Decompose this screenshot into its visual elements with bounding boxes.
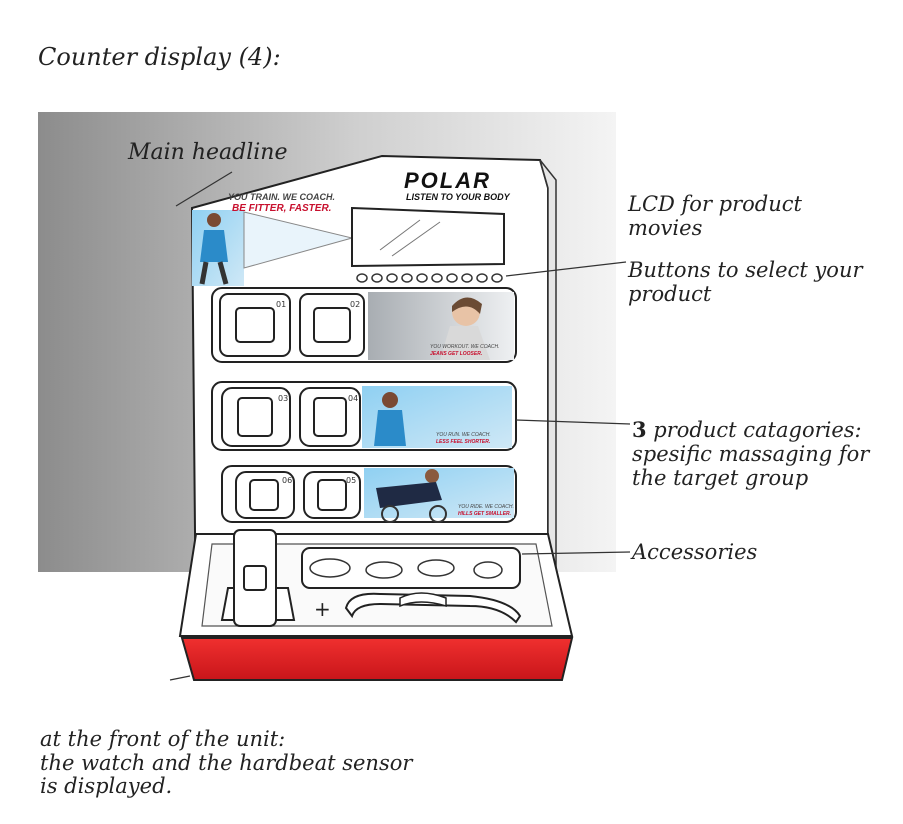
shelf-2-runner-body — [374, 410, 406, 446]
label-lcd: LCD for product movies — [628, 192, 802, 240]
shelf-2-runner-head — [382, 392, 398, 408]
shelf-1-photo — [368, 292, 514, 360]
label-buttons-line-1: Buttons to select your — [628, 258, 863, 282]
heart-rate-strap — [344, 592, 522, 624]
headline-line-2: BE FITTER, FASTER. — [232, 203, 332, 214]
label-categories-line-1: 3 product catagories: — [632, 417, 869, 442]
leader-accessories — [521, 551, 631, 555]
panel-3-line-1: YOU RIDE. WE COACH. — [458, 504, 514, 510]
shelf-2-watches — [221, 387, 361, 447]
headline-line-1: YOU TRAIN. WE COACH. — [228, 192, 335, 202]
leader-buttons — [505, 261, 627, 277]
label-lcd-line-2: movies — [628, 216, 703, 241]
brand-tagline: LISTEN TO YOUR BODY — [406, 192, 510, 202]
lcd-glare — [379, 219, 441, 257]
shelf-3-cyclist-body — [376, 482, 442, 508]
panel-3-line-2: HILLS GET SMALLER. — [458, 510, 512, 517]
watch-number-4: 04 — [348, 394, 359, 403]
hero-runner-head — [207, 213, 221, 227]
label-buttons: Buttons to select your product — [628, 258, 863, 306]
plus-sign: + — [314, 597, 331, 621]
panel-1-line-1: YOU WORKOUT. WE COACH. — [430, 344, 500, 350]
accessories-tray — [301, 547, 521, 589]
bottom-note-line-1: at the front of the unit: — [40, 727, 286, 751]
panel-3-slogan: YOU RIDE. WE COACH. HILLS GET SMALLER. — [458, 504, 514, 517]
heart-rate-sensor — [399, 592, 447, 608]
panel-2-line-2: LESS FEEL SHORTER. — [436, 438, 491, 445]
lcd-screen — [351, 206, 505, 268]
bottom-note: at the front of the unit: the watch and … — [40, 727, 413, 799]
label-main-headline: Main headline — [128, 140, 288, 165]
diagram-title: Counter display (4): — [38, 43, 281, 71]
watch-number-5: 05 — [346, 476, 357, 485]
leader-base — [169, 675, 191, 681]
shelf-3-wheel-front — [381, 505, 399, 523]
label-categories-line-2: spesific massaging for — [632, 442, 870, 467]
red-base — [180, 637, 574, 681]
projection-beam — [243, 211, 354, 269]
panel-2-line-1: YOU RUN. WE COACH. — [436, 432, 491, 438]
label-categories-line-3: the target group — [632, 466, 809, 491]
brand-logo: POLAR — [404, 168, 491, 193]
accessory-items — [309, 558, 503, 579]
bottom-note-line-2: the watch and the hardbeat sensor — [40, 750, 413, 775]
label-categories: 3 product catagories: spesific massaging… — [632, 417, 870, 491]
shelf-3-wheel-back — [429, 505, 447, 523]
shelf-1-model-hair — [452, 297, 482, 314]
panel-1-line-2: JEANS GET LOOSER. — [430, 350, 483, 357]
shelf-3-cyclist-head — [425, 469, 439, 483]
front-watch-stand — [220, 529, 296, 627]
label-accessories: Accessories — [632, 540, 758, 564]
shelf-1-watches — [219, 293, 365, 357]
panel-1-slogan: YOU WORKOUT. WE COACH. JEANS GET LOOSER. — [430, 344, 500, 357]
leader-categories — [515, 419, 631, 425]
bottom-note-line-3: is displayed. — [40, 774, 173, 799]
selector-buttons — [356, 273, 503, 283]
watch-number-6: 06 — [282, 476, 293, 485]
categories-count: 3 — [632, 417, 647, 442]
watch-number-1: 01 — [276, 300, 287, 309]
watch-number-2: 02 — [350, 300, 361, 309]
panel-2-slogan: YOU RUN. WE COACH. LESS FEEL SHORTER. — [436, 432, 491, 445]
hero-runner-body — [200, 230, 228, 262]
categories-text: product catagories: — [646, 418, 862, 442]
label-buttons-line-2: product — [628, 282, 712, 307]
hero-runner-legs — [199, 261, 229, 285]
watch-number-3: 03 — [278, 394, 289, 403]
shelf-3-watches — [235, 471, 361, 519]
label-lcd-line-1: LCD for product — [628, 192, 802, 216]
leader-headline — [175, 171, 233, 207]
shelf-1-model-body — [440, 326, 490, 360]
